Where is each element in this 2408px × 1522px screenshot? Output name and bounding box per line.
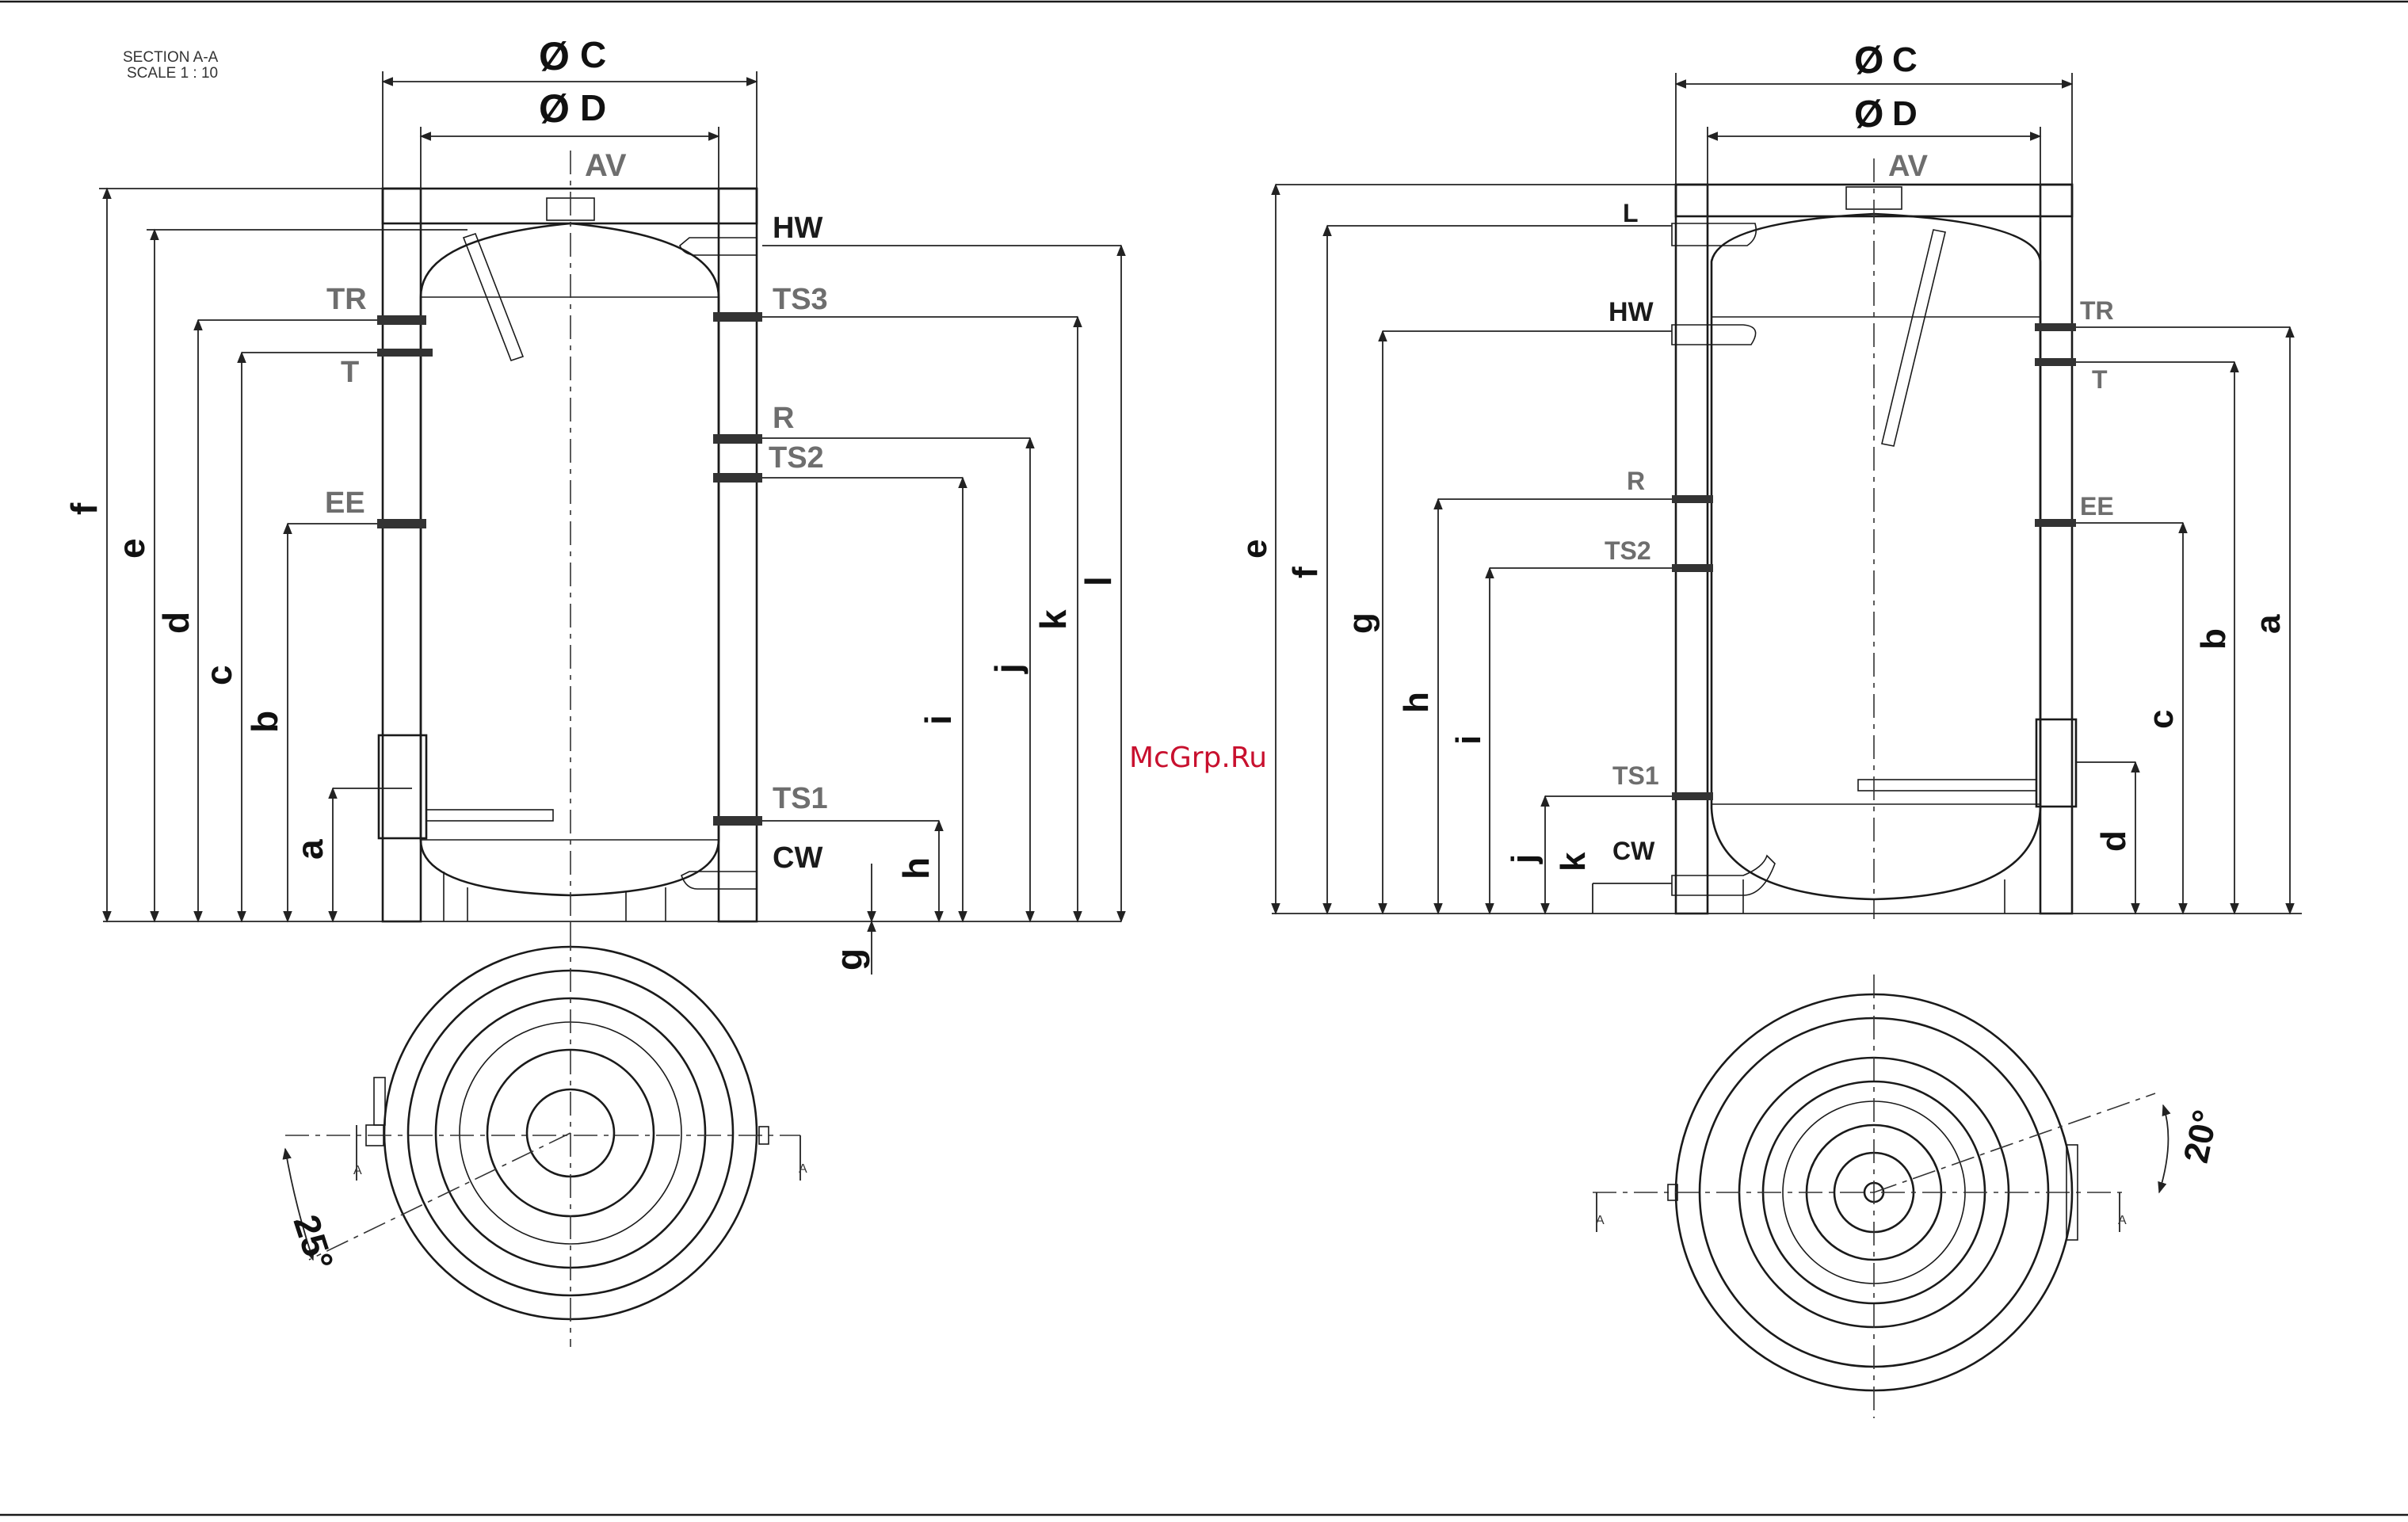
left-left-ports: TR T EE — [198, 283, 412, 788]
right-dim-letters-left: e f g h i j k — [1235, 540, 1593, 872]
right-section-mark-a2: A — [2118, 1214, 2127, 1227]
right-dims-left — [1276, 185, 1593, 914]
left-dim-letters-left: f e d c b a — [63, 502, 330, 860]
svg-text:d: d — [2094, 830, 2133, 852]
svg-text:L: L — [1623, 199, 1639, 227]
svg-text:CW: CW — [1612, 837, 1655, 865]
svg-text:T: T — [341, 356, 359, 389]
right-hw-pipe — [1672, 325, 1756, 345]
left-section-mark-a1: A — [353, 1164, 362, 1177]
svg-text:HW: HW — [773, 212, 822, 245]
left-dia-c: C — [580, 34, 606, 75]
svg-text:i: i — [918, 715, 959, 725]
left-right-insulation — [719, 189, 757, 921]
right-cw-pipe — [1672, 856, 1775, 895]
left-plan-view — [285, 927, 800, 1347]
svg-text:l: l — [1078, 576, 1119, 586]
svg-text:j: j — [1505, 854, 1544, 864]
right-dia-d: D — [1892, 94, 1918, 133]
svg-text:f: f — [63, 502, 105, 515]
right-dim-letters-right: a b c d — [2094, 614, 2288, 852]
svg-text:CW: CW — [773, 841, 822, 875]
svg-text:c: c — [198, 665, 239, 685]
left-dia-symbol-d: Ø — [539, 86, 570, 131]
svg-text:d: d — [155, 612, 197, 634]
left-label-av: AV — [585, 148, 627, 183]
right-dia-symbol-d: Ø — [1854, 93, 1883, 135]
svg-text:b: b — [2194, 628, 2233, 650]
left-tank-shell — [421, 223, 719, 895]
svg-text:b: b — [244, 711, 285, 733]
right-label-av: AV — [1888, 150, 1929, 183]
left-heater-element — [426, 810, 553, 821]
left-angle-label: 25° — [285, 1210, 342, 1275]
left-heater-flange — [379, 735, 426, 838]
right-tank-view — [1272, 158, 2302, 919]
left-dia-d: D — [580, 87, 606, 128]
svg-text:a: a — [289, 839, 330, 860]
svg-text:a: a — [2249, 614, 2288, 634]
svg-text:R: R — [1627, 467, 1645, 495]
left-tank-view — [103, 151, 1121, 927]
svg-text:h: h — [1397, 692, 1436, 713]
svg-text:TS1: TS1 — [1612, 761, 1659, 790]
svg-text:k: k — [1032, 609, 1074, 630]
svg-text:e: e — [1235, 540, 1274, 559]
left-left-insulation — [383, 189, 421, 921]
svg-text:e: e — [111, 538, 152, 559]
svg-text:h: h — [895, 857, 937, 879]
svg-text:g: g — [829, 948, 870, 971]
svg-text:R: R — [773, 402, 794, 435]
section-scale: SCALE 1 : 10 — [127, 65, 218, 82]
svg-text:k: k — [1554, 852, 1593, 872]
svg-text:TS3: TS3 — [773, 283, 828, 316]
svg-text:EE: EE — [325, 486, 365, 520]
right-dia-c: C — [1892, 40, 1918, 79]
left-right-ports: HW TS3 R TS2 TS1 CW — [762, 212, 1121, 875]
svg-text:TS1: TS1 — [773, 782, 828, 815]
svg-text:EE: EE — [2080, 492, 2114, 521]
right-left-insulation — [1676, 185, 1708, 914]
right-angle-label: 20° — [2177, 1107, 2226, 1166]
svg-text:j: j — [987, 663, 1028, 674]
right-heater-element — [1858, 780, 2036, 791]
right-dia-symbol-c: Ø — [1854, 40, 1883, 82]
svg-text:HW: HW — [1609, 297, 1654, 327]
svg-text:i: i — [1449, 735, 1488, 745]
svg-text:T: T — [2092, 365, 2108, 394]
left-dia-symbol-c: Ø — [539, 34, 570, 78]
svg-text:g: g — [1341, 612, 1380, 634]
svg-text:TR: TR — [2080, 296, 2114, 325]
right-heater-flange — [2036, 719, 2076, 807]
right-anode-rod — [1882, 230, 1945, 446]
right-section-mark-a1: A — [1596, 1214, 1605, 1227]
left-dims-left — [99, 189, 467, 921]
watermark: McGrp.Ru — [1129, 742, 1267, 774]
svg-text:TS2: TS2 — [1605, 536, 1651, 565]
left-section-mark-a2: A — [799, 1162, 807, 1176]
svg-text:f: f — [1286, 566, 1325, 578]
left-top-insulation — [383, 189, 757, 223]
svg-text:c: c — [2142, 710, 2181, 729]
svg-text:TS2: TS2 — [769, 441, 824, 475]
svg-text:TR: TR — [326, 283, 367, 316]
section-title: SECTION A-A — [123, 49, 219, 66]
right-right-insulation — [2040, 185, 2072, 914]
right-left-ports: L HW R TS2 TS1 CW — [1276, 185, 1676, 883]
right-plan-view — [1593, 975, 2168, 1418]
